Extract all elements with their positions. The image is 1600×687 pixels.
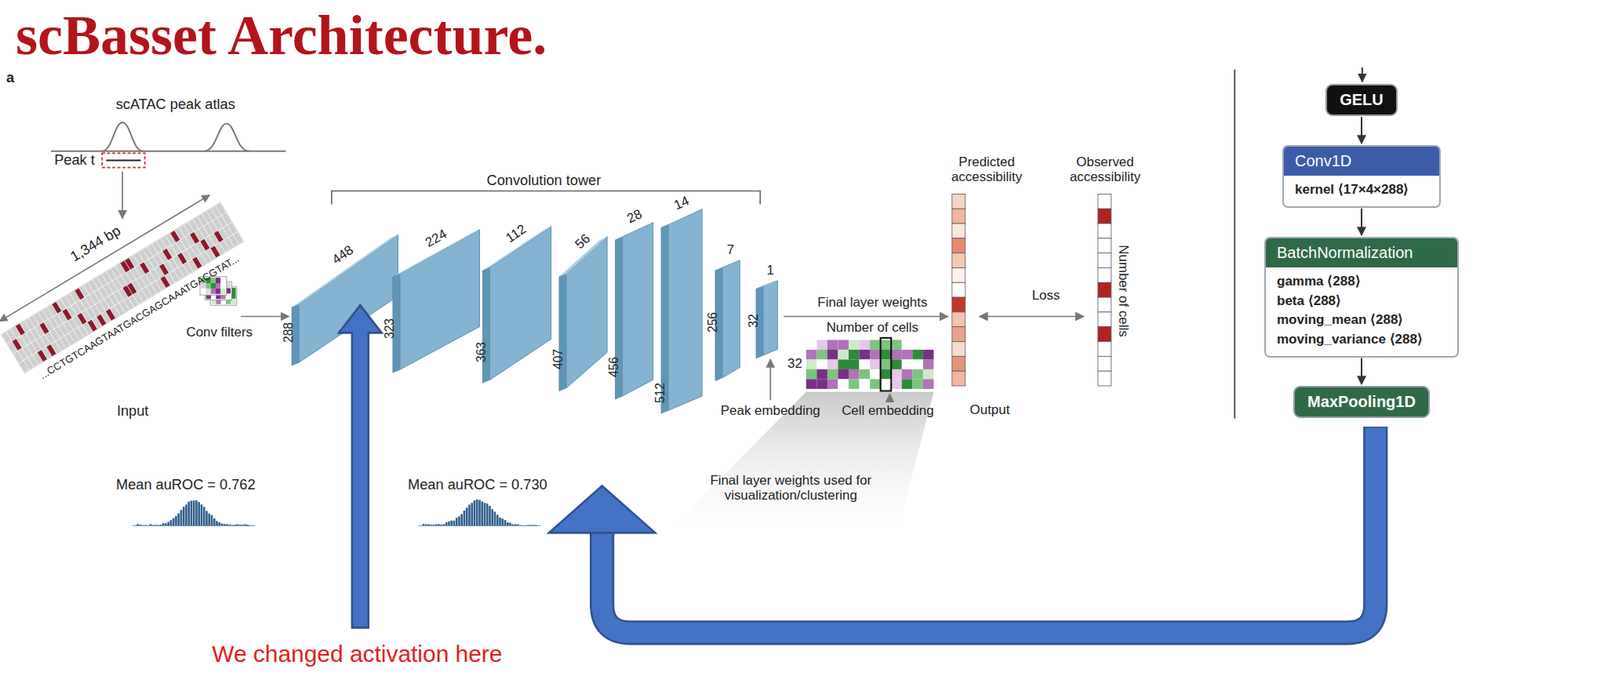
node-header: BatchNormalization: [1265, 238, 1458, 268]
tower-bracket: [331, 190, 760, 204]
peak-label: Peak t: [54, 152, 95, 169]
node-body: gamma ⟨288⟩beta ⟨288⟩moving_mean ⟨288⟩mo…: [1265, 267, 1458, 357]
layer-size: 448: [329, 242, 357, 268]
node-param: gamma ⟨288⟩: [1276, 272, 1447, 292]
layer-card: BatchNormalizationgamma ⟨288⟩beta ⟨288⟩m…: [1264, 236, 1459, 358]
figure-label: Number of cells: [826, 320, 919, 335]
figure-label: Predicted accessibility: [938, 154, 1036, 186]
flow-arrow: [1360, 358, 1363, 385]
layer-size: 28: [625, 206, 645, 227]
layer-size: 14: [672, 192, 692, 213]
figure-label: Peak embedding: [720, 403, 821, 419]
pooling-node: MaxPooling1D: [1293, 385, 1430, 419]
node-header: Conv1D: [1283, 146, 1440, 176]
accessibility-vectors: [952, 193, 1112, 386]
dna-sequence: ...CCTGTCAAGTAATGACGAGCAAATGACGTAT...: [38, 253, 242, 382]
layer-size: 512: [653, 382, 668, 404]
layer-size: 32: [746, 313, 761, 328]
layer-size: 323: [382, 318, 397, 339]
figure-label: Final layer weights: [817, 295, 928, 311]
score: Mean auROC = 0.762: [116, 476, 256, 494]
layer-size: 224: [421, 226, 449, 251]
figure-label: Number of cells: [1116, 244, 1131, 337]
node-text: GELU: [1339, 90, 1384, 110]
layer-size: 456: [607, 356, 622, 378]
projection-shadow: [668, 392, 934, 531]
layer-size: 7: [727, 242, 735, 258]
figure-label: Observed accessibility: [1056, 154, 1154, 186]
layer-card: Conv1D kernel ⟨17×4×288⟩: [1282, 145, 1441, 208]
node-param: moving_mean ⟨288⟩: [1276, 310, 1447, 331]
layer-size: 56: [571, 231, 593, 253]
figure-label: Final layer weights used for visualizati…: [688, 472, 893, 503]
node-body: kernel ⟨17×4×288⟩: [1283, 175, 1440, 207]
panel-letter: a: [6, 69, 15, 86]
figure-label: Cell embedding: [841, 403, 934, 419]
activation-node: GELU: [1325, 83, 1398, 117]
node-text: MaxPooling1D: [1307, 392, 1416, 411]
node-param: moving_variance ⟨288⟩: [1276, 330, 1447, 350]
figure-label: 32: [787, 356, 803, 372]
layer-size: 288: [281, 322, 296, 343]
flow-arrow: [1360, 116, 1363, 144]
layer-size: 256: [705, 312, 720, 333]
annotation: We changed activation here: [211, 640, 502, 668]
feedback-arrow: [549, 426, 1376, 633]
input-label: Input: [116, 403, 150, 420]
layer-size: 112: [503, 221, 530, 246]
figure-label: Mean auROC = 0.730: [407, 476, 548, 494]
node-param: beta ⟨288⟩: [1276, 291, 1447, 312]
dimension: 1,344 bp: [65, 221, 127, 267]
node-param: kernel ⟨17×4×288⟩: [1294, 180, 1429, 200]
filters-label: Conv filters: [185, 324, 253, 340]
tower-label: Convolution tower: [487, 172, 602, 190]
pointer-arrow: [338, 305, 382, 628]
layer-size: 363: [474, 341, 489, 363]
page-title: scBasset Architecture.: [15, 3, 547, 69]
section-label: scATAC peak atlas: [116, 95, 236, 113]
layer-size: 1: [767, 262, 775, 278]
layer-size: 407: [551, 349, 566, 370]
flow-arrow: [1360, 208, 1363, 236]
cell-embedding-heatmap: [806, 338, 935, 392]
figure-label: Loss: [1032, 288, 1061, 304]
peak-atlas: [50, 122, 286, 219]
auroc-histograms: [132, 499, 541, 526]
figure-label: Output: [970, 402, 1011, 418]
